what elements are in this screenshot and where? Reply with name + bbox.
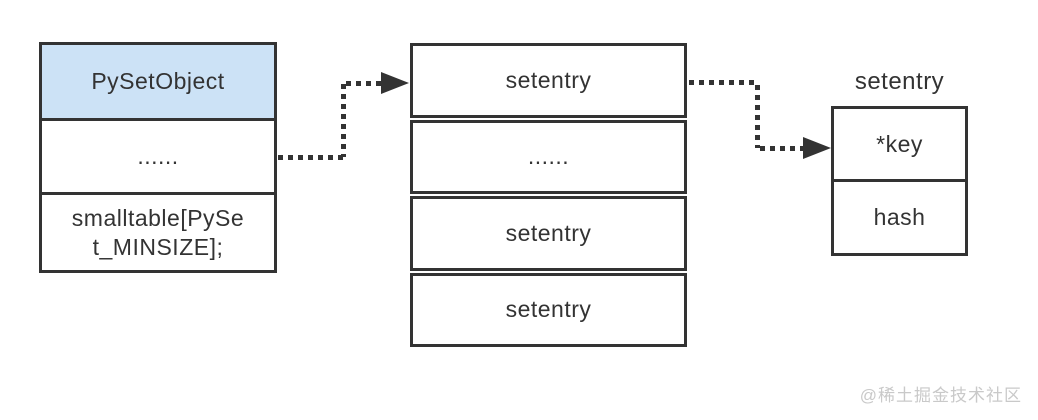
hash-cell: hash — [834, 182, 965, 253]
pysetobject-box: PySetObject ...... smalltable[PySet_MINS… — [39, 42, 277, 273]
arrow2-horizontal-segment-2 — [760, 146, 803, 151]
setentry-array-cell-0: setentry — [410, 43, 687, 118]
setentry-array-cell-1: ...... — [410, 119, 687, 194]
arrow1-vertical-segment — [341, 84, 346, 157]
arrow2-horizontal-segment-1 — [689, 80, 755, 85]
arrowhead-right-icon — [803, 137, 831, 159]
setentry-array-cell-3: setentry — [410, 272, 687, 347]
arrow1-horizontal-segment-1 — [278, 155, 344, 160]
pysetobject-ellipsis-row: ...... — [42, 121, 274, 195]
pysetobject-smalltable-row: smalltable[PySet_MINSIZE]; — [42, 195, 274, 270]
key-cell: *key — [834, 109, 965, 182]
watermark: @稀土掘金技术社区 — [859, 386, 1022, 405]
setentry-detail-label: setentry — [854, 68, 945, 95]
setentry-array-cell-2: setentry — [410, 196, 687, 271]
setentry-detail-box: *key hash — [831, 106, 968, 256]
pysetobject-header: PySetObject — [42, 45, 274, 121]
setentry-array-box: setentry ...... setentry setentry — [410, 43, 687, 347]
arrow2-vertical-segment — [755, 85, 760, 148]
arrowhead-right-icon — [381, 72, 409, 94]
arrow1-horizontal-segment-2 — [346, 81, 381, 86]
